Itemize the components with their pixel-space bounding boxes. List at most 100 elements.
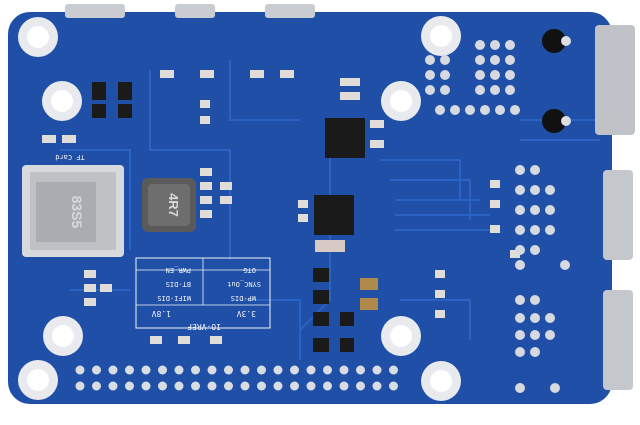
ic-chip [315, 240, 345, 252]
pin-pad [125, 381, 134, 391]
pin-pad [440, 85, 450, 95]
ic-chip [313, 312, 329, 326]
pin-pad [515, 185, 525, 195]
pin-pad [425, 70, 435, 80]
silkscreen-config-block: OTG PWR_EN SYNC_Out BT-DIS WP-DIS WIFI-D… [135, 257, 271, 331]
mounting-holes [18, 16, 461, 401]
pin-pad [290, 365, 299, 375]
pin-pad [515, 313, 525, 323]
pin-pad [440, 70, 450, 80]
pin-pad [240, 365, 250, 375]
pin-pad [389, 381, 398, 391]
pin-pad [490, 70, 500, 80]
pin-pad [560, 260, 570, 270]
label-wp-dis: WP-DIS [231, 294, 256, 302]
pin-pad [505, 70, 515, 80]
label-1v8: 1.8V [152, 309, 171, 318]
ic-chip [340, 312, 354, 326]
pin-pad [515, 245, 525, 255]
pin-pad [389, 365, 398, 375]
mount-hole [18, 360, 58, 400]
pin-pad [75, 365, 85, 375]
pin-pad [306, 365, 316, 375]
tf-card-slot: 83S5 [22, 165, 124, 257]
mount-hole [421, 361, 461, 401]
pin-pad [545, 185, 555, 195]
pin-pad [475, 85, 485, 95]
mount-hole [381, 316, 421, 356]
pin-pad [545, 330, 555, 340]
pin-pad [490, 55, 500, 65]
pin-pad [92, 381, 101, 391]
pin-pad [505, 55, 515, 65]
pin-pad [141, 381, 151, 391]
ic-chip [314, 195, 354, 235]
pin-pad [257, 381, 266, 391]
pin-pad [450, 105, 460, 115]
pin-pad [224, 381, 233, 391]
pin-pad [530, 225, 540, 235]
label-3v3: 3.3V [237, 309, 256, 318]
pin-pad [545, 225, 555, 235]
pin-pad [545, 313, 555, 323]
pin-pad [530, 295, 540, 305]
pin-pad [191, 365, 200, 375]
ic-chip [313, 290, 329, 304]
pin-pad [108, 381, 118, 391]
mount-hole [381, 81, 421, 121]
ic-chip [118, 104, 132, 118]
pin-pad [356, 365, 365, 375]
pin-pad [191, 381, 200, 391]
ic-chips [92, 82, 365, 352]
mount-hole [42, 81, 82, 121]
pin-pad [475, 55, 485, 65]
gpio-header [75, 365, 398, 391]
label-bt-dis: BT-DIS [166, 280, 191, 288]
pin-pad [125, 365, 134, 375]
pin-pad [515, 295, 525, 305]
pin-pad [515, 383, 525, 393]
pin-pad [530, 330, 540, 340]
pin-pad [515, 347, 525, 357]
pin-pad [530, 347, 540, 357]
mount-hole [421, 16, 461, 56]
through-hole-pads [425, 40, 570, 393]
pin-pad [323, 381, 332, 391]
pin-pad [141, 365, 151, 375]
pin-pad [530, 245, 540, 255]
pin-pad [495, 105, 505, 115]
pin-pad [435, 105, 445, 115]
pin-pad [339, 365, 349, 375]
pin-pad [515, 260, 525, 270]
pin-pad [158, 365, 167, 375]
pin-pad [257, 365, 266, 375]
ic-chip [313, 268, 329, 282]
pin-pad [550, 383, 560, 393]
pin-pad [224, 365, 233, 375]
pin-pad [515, 225, 525, 235]
connector-pads [542, 29, 571, 133]
pcb-traces [60, 60, 600, 360]
inductor: 4R7 [142, 178, 196, 232]
pin-pad [356, 381, 365, 391]
pin-pad [290, 381, 299, 391]
pin-pad [440, 55, 450, 65]
pin-pad [339, 381, 349, 391]
pin-pad [545, 205, 555, 215]
pin-pad [174, 381, 184, 391]
pin-pad [490, 85, 500, 95]
inductor-marking: 4R7 [166, 193, 181, 217]
smd-components [42, 70, 520, 344]
pin-pad [306, 381, 316, 391]
ic-chip [340, 338, 354, 352]
ic-chip [118, 82, 132, 100]
pin-pad [240, 381, 250, 391]
label-wifi-dis: WIFI-DIS [157, 294, 191, 302]
label-io-vref: IO-VREF [187, 322, 221, 331]
pin-pad [465, 105, 475, 115]
label-sync-out: SYNC_Out [227, 280, 261, 288]
pin-pad [515, 205, 525, 215]
pin-pad [510, 105, 520, 115]
pin-pad [475, 70, 485, 80]
